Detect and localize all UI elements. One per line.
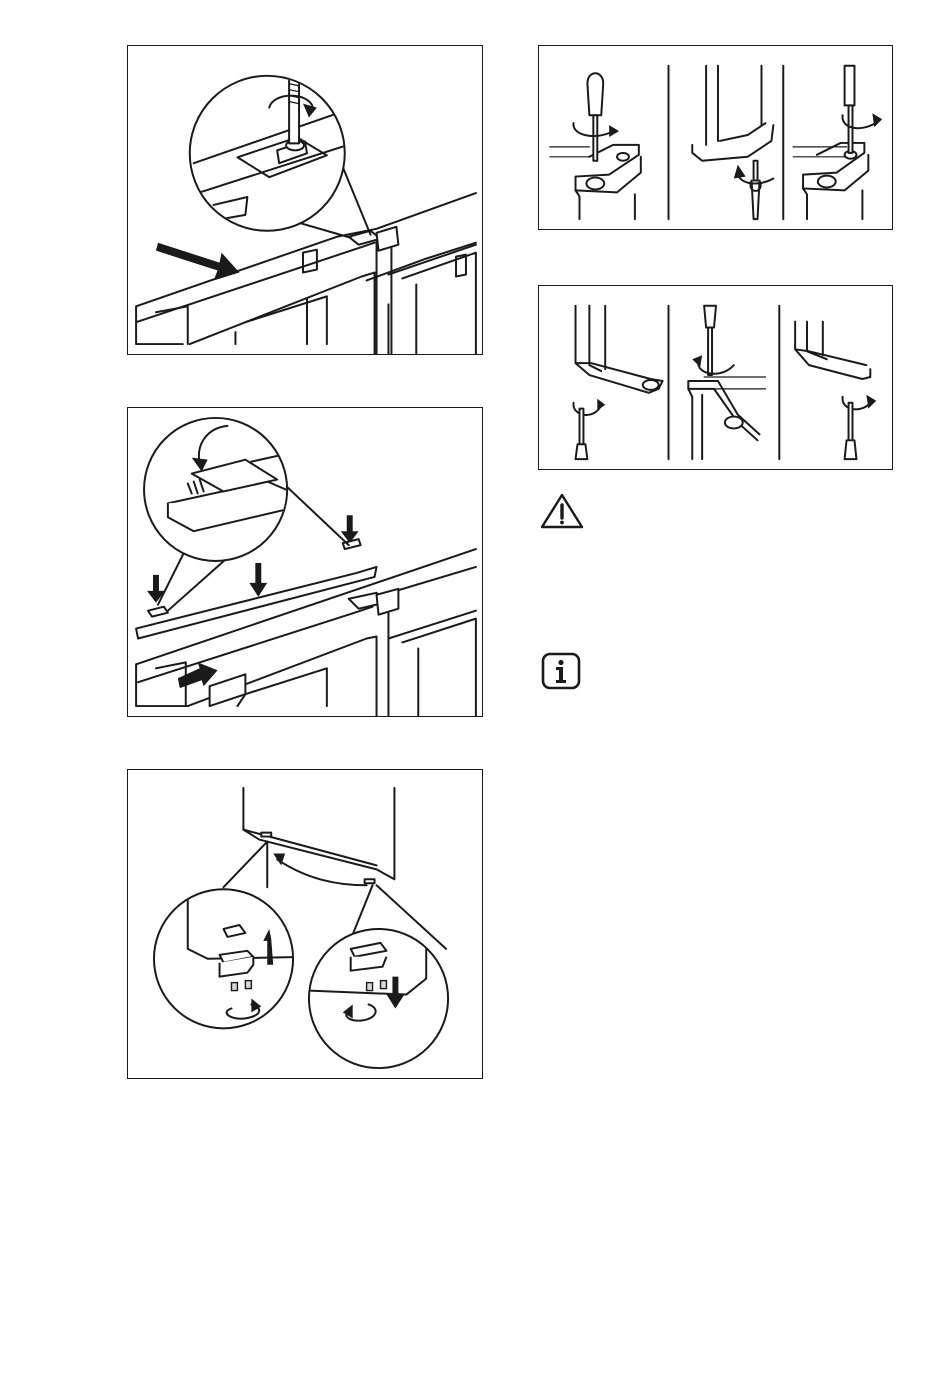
warning-triangle-icon xyxy=(539,492,585,530)
cover-strip-clips-illustration xyxy=(128,408,482,716)
hinge-adjust-bottom-illustration xyxy=(539,286,892,469)
info-icon xyxy=(541,652,581,690)
figure-hinge-adjust-top xyxy=(538,45,893,230)
top-hinge-screw-illustration xyxy=(128,46,482,354)
hinge-adjust-top-illustration xyxy=(539,46,892,229)
figure-door-bottom-hinge xyxy=(127,769,483,1079)
figure-top-hinge-screw xyxy=(127,45,483,355)
door-bottom-hinge-illustration xyxy=(128,770,482,1078)
figure-hinge-adjust-bottom xyxy=(538,285,893,470)
figure-cover-strip-clips xyxy=(127,407,483,717)
